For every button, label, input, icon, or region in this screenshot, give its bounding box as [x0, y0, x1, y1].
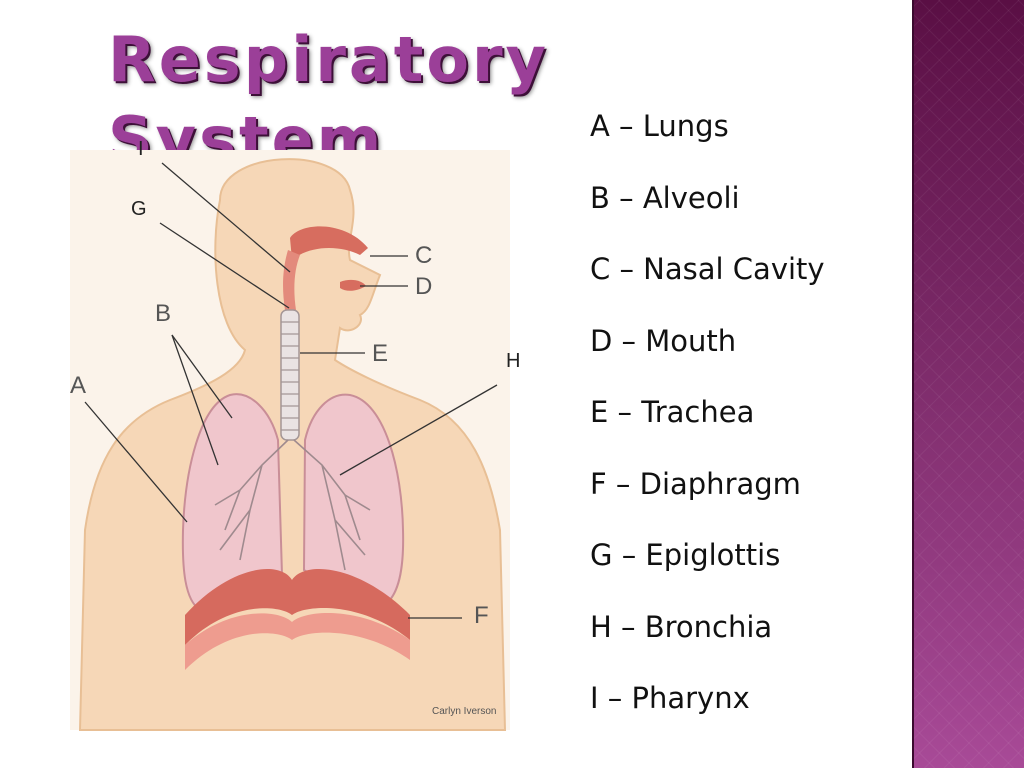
trachea-rings: [281, 321, 299, 431]
key-item-c: C – Nasal Cavity: [590, 252, 825, 286]
slide: Respiratory System: [0, 23, 825, 750]
diaphragm-lower-shape: [185, 613, 410, 670]
label-leader-lines: [84, 162, 498, 619]
diaphragm-shape: [185, 569, 410, 645]
decorative-side-bar: [912, 0, 1024, 768]
key-item-i: I – Pharynx: [590, 681, 750, 715]
key-item-h: H – Bronchia: [590, 609, 773, 644]
trachea-shape: [280, 309, 300, 441]
marker-h: H: [506, 350, 521, 372]
leader-line-g: [159, 222, 290, 309]
key-item-f: F – Diaphragm: [590, 466, 801, 501]
leader-line-h: [339, 384, 498, 476]
key-item-a: A – Lungs: [590, 109, 729, 143]
bronchial-tree: [214, 439, 371, 571]
pharynx-shape: [283, 250, 300, 310]
slide-title: Respiratory System: [108, 23, 549, 176]
marker-g: G: [131, 198, 147, 220]
mouth-shape: [340, 279, 366, 291]
respiratory-diagram: I G C D E B A H F: [0, 110, 560, 750]
leader-line-a: [84, 401, 188, 523]
leader-line-b1: [171, 334, 233, 419]
marker-a: A: [70, 372, 87, 399]
leader-line-b2: [171, 334, 219, 466]
marker-c: C: [415, 242, 433, 269]
key-item-g: G – Epiglottis: [590, 538, 781, 572]
image-credit: Carlyn Iverson: [432, 706, 497, 717]
key-item-d: D – Mouth: [590, 323, 737, 358]
nasal-cavity-shape: [290, 226, 368, 260]
leader-line-i: [161, 162, 291, 273]
marker-d: D: [415, 273, 433, 300]
diagram-illustration: [70, 150, 510, 731]
marker-i: I: [138, 138, 144, 160]
label-key-list: A – Lungs B – Alveoli C – Nasal Cavity D…: [590, 104, 825, 748]
key-item-b: B – Alveoli: [590, 180, 740, 215]
marker-e: E: [372, 340, 389, 367]
marker-f: F: [474, 602, 489, 629]
marker-b: B: [155, 300, 172, 327]
key-item-e: E – Trachea: [590, 395, 755, 429]
